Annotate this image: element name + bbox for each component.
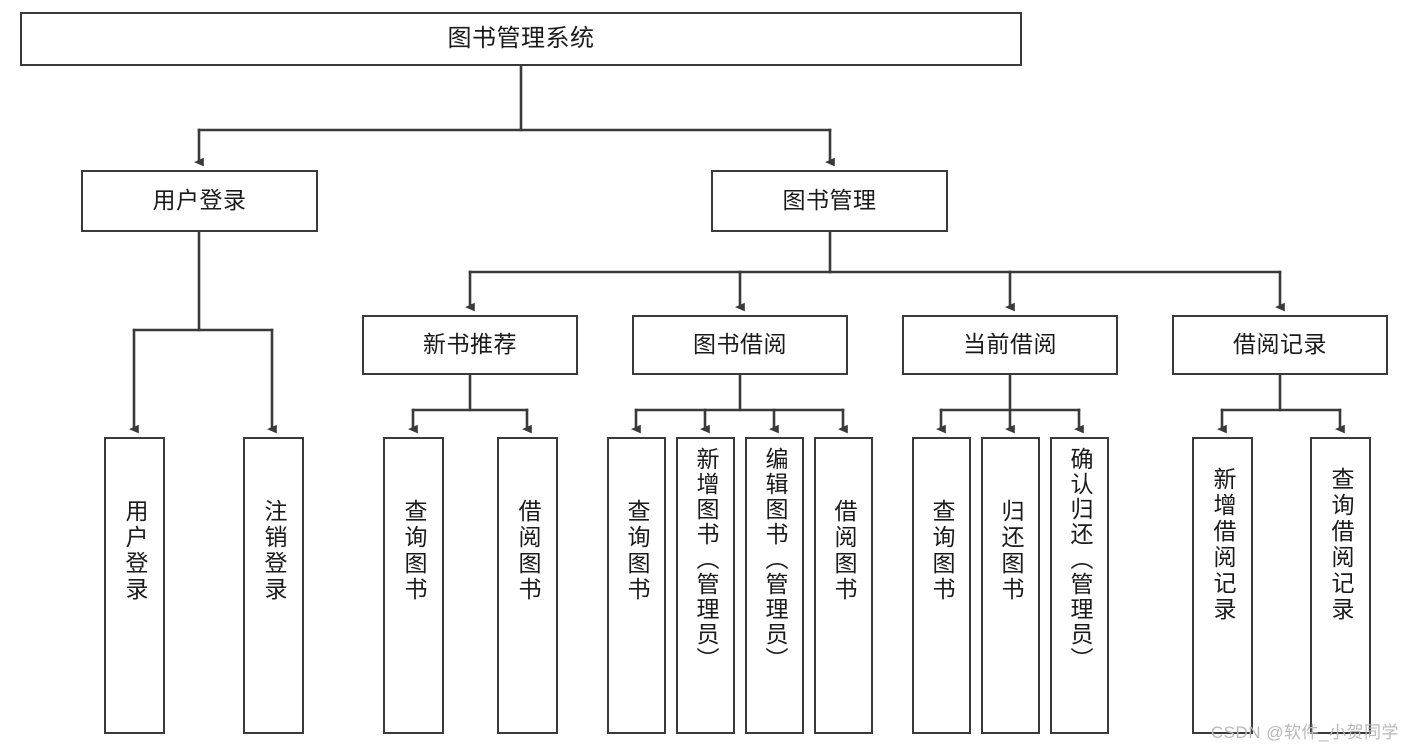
leaf-add-record-label: 新增借阅记录 <box>1210 467 1236 623</box>
leaf-borrow-book-2[interactable]: 借阅图书 <box>814 437 873 734</box>
node-book-borrow-label: 图书借阅 <box>693 331 787 358</box>
leaf-edit-book-label: 编辑图书（管理员） <box>762 447 788 672</box>
leaf-query-record-label: 查询借阅记录 <box>1328 467 1354 623</box>
leaf-user-login[interactable]: 用户登录 <box>104 437 165 734</box>
leaf-borrow-book-1[interactable]: 借阅图书 <box>497 437 558 734</box>
leaf-query-book-1[interactable]: 查询图书 <box>383 437 444 734</box>
leaf-return-book-label: 归还图书 <box>998 499 1024 603</box>
leaf-borrow-book-1-label: 借阅图书 <box>515 499 541 603</box>
leaf-confirm-return[interactable]: 确认归还（管理员） <box>1050 437 1109 734</box>
node-book-borrow[interactable]: 图书借阅 <box>632 315 848 375</box>
leaf-edit-book[interactable]: 编辑图书（管理员） <box>745 437 804 734</box>
csdn-watermark: CSDN @软件_小贺同学 <box>1210 723 1399 742</box>
node-book-manage-label: 图书管理 <box>782 187 877 214</box>
node-borrow-record-label: 借阅记录 <box>1233 331 1327 358</box>
node-borrow-record[interactable]: 借阅记录 <box>1172 315 1388 375</box>
leaf-return-book[interactable]: 归还图书 <box>981 437 1040 734</box>
node-user-login-label: 用户登录 <box>152 187 247 214</box>
node-user-login[interactable]: 用户登录 <box>81 170 318 232</box>
node-new-book-recommend-label: 新书推荐 <box>423 331 517 358</box>
leaf-query-record[interactable]: 查询借阅记录 <box>1310 437 1371 734</box>
leaf-query-book-1-label: 查询图书 <box>401 499 427 603</box>
node-new-book-recommend[interactable]: 新书推荐 <box>362 315 578 375</box>
leaf-confirm-return-label: 确认归还（管理员） <box>1067 447 1093 672</box>
leaf-query-book-3[interactable]: 查询图书 <box>912 437 971 734</box>
leaf-add-record[interactable]: 新增借阅记录 <box>1192 437 1253 734</box>
leaf-logout-login[interactable]: 注销登录 <box>243 437 304 734</box>
node-current-borrow[interactable]: 当前借阅 <box>902 315 1118 375</box>
leaf-query-book-2-label: 查询图书 <box>624 499 650 603</box>
leaf-add-book-label: 新增图书（管理员） <box>693 447 719 672</box>
leaf-add-book[interactable]: 新增图书（管理员） <box>676 437 735 734</box>
leaf-borrow-book-2-label: 借阅图书 <box>831 499 857 603</box>
node-root[interactable]: 图书管理系统 <box>20 12 1022 66</box>
leaf-logout-login-label: 注销登录 <box>261 499 287 603</box>
leaf-query-book-2[interactable]: 查询图书 <box>607 437 666 734</box>
node-root-label: 图书管理系统 <box>447 24 595 52</box>
leaf-user-login-label: 用户登录 <box>122 499 148 603</box>
leaf-query-book-3-label: 查询图书 <box>929 499 955 603</box>
node-book-manage[interactable]: 图书管理 <box>711 170 948 232</box>
node-current-borrow-label: 当前借阅 <box>963 331 1057 358</box>
